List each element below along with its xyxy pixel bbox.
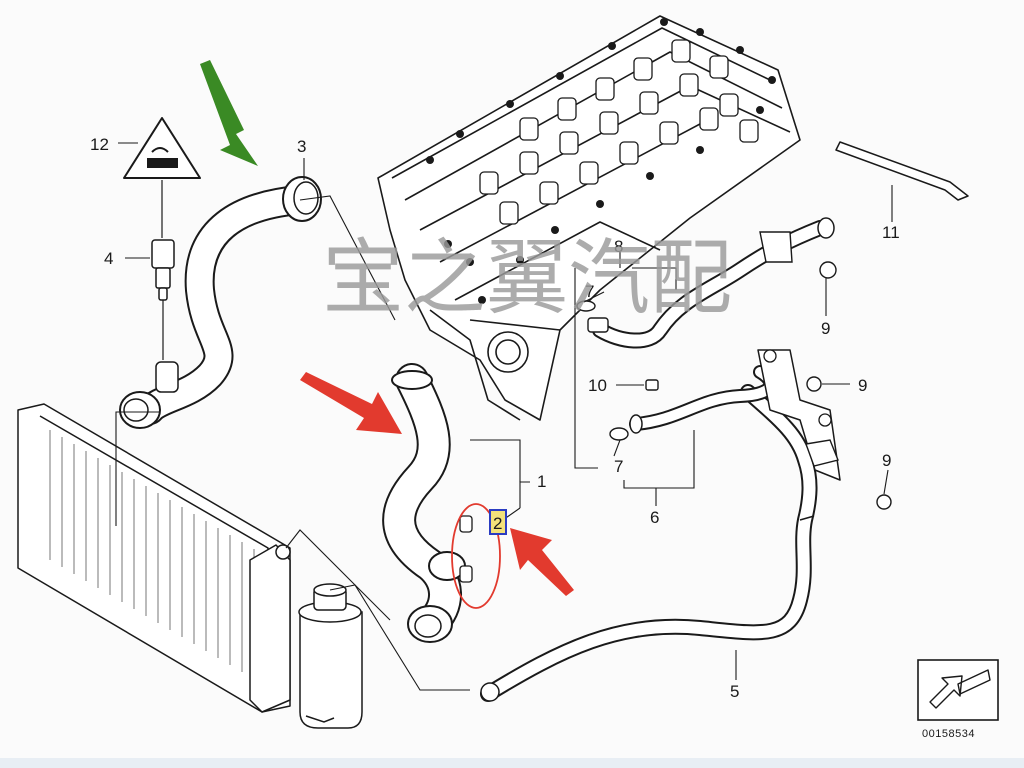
callout-6: 6 [650,508,659,527]
watermark-text: 宝之翼汽配 [322,231,732,326]
arrow-symbol-icon [929,669,991,709]
reference-number: 00158534 [922,728,975,740]
bottom-strip [0,758,1024,768]
callout-12: 12 [90,135,109,154]
red-arrow-right-icon [510,528,574,596]
callout-1: 1 [537,472,546,491]
small-fasteners [576,261,892,510]
callout-8: 8 [614,237,623,256]
temperature-sensor-4 [151,239,175,360]
callout-9a: 9 [821,319,830,338]
callout-11: 11 [882,223,900,242]
highlight-ellipse [451,503,501,609]
callout-2: 2 [493,514,502,533]
leader-lines [115,142,893,691]
hose-upper-3 [119,176,322,429]
green-arrow-icon [200,60,258,166]
callout-5: 5 [730,682,739,701]
callout-9b: 9 [858,376,867,395]
cable-tie-11 [835,141,969,201]
highlight-box [489,509,507,535]
engine-cylinder-head [377,15,801,421]
callout-9c: 9 [882,451,891,470]
callout-labels: 12 4 3 1 2 8 7 10 7 6 5 11 9 9 9 [90,135,900,701]
hose-lower-1 [382,363,473,643]
expansion-tank [298,583,363,729]
reference-box: 00158534 [917,659,999,740]
warning-label-12 [123,117,201,238]
red-arrow-left-icon [300,372,402,434]
pipe-8 [587,217,835,349]
callout-3: 3 [297,137,306,156]
radiator [17,403,291,713]
callout-10: 10 [588,376,607,395]
callout-4: 4 [104,249,113,268]
callout-7a: 7 [585,282,594,301]
hose-5 [480,384,818,702]
callout-7b: 7 [614,457,623,476]
